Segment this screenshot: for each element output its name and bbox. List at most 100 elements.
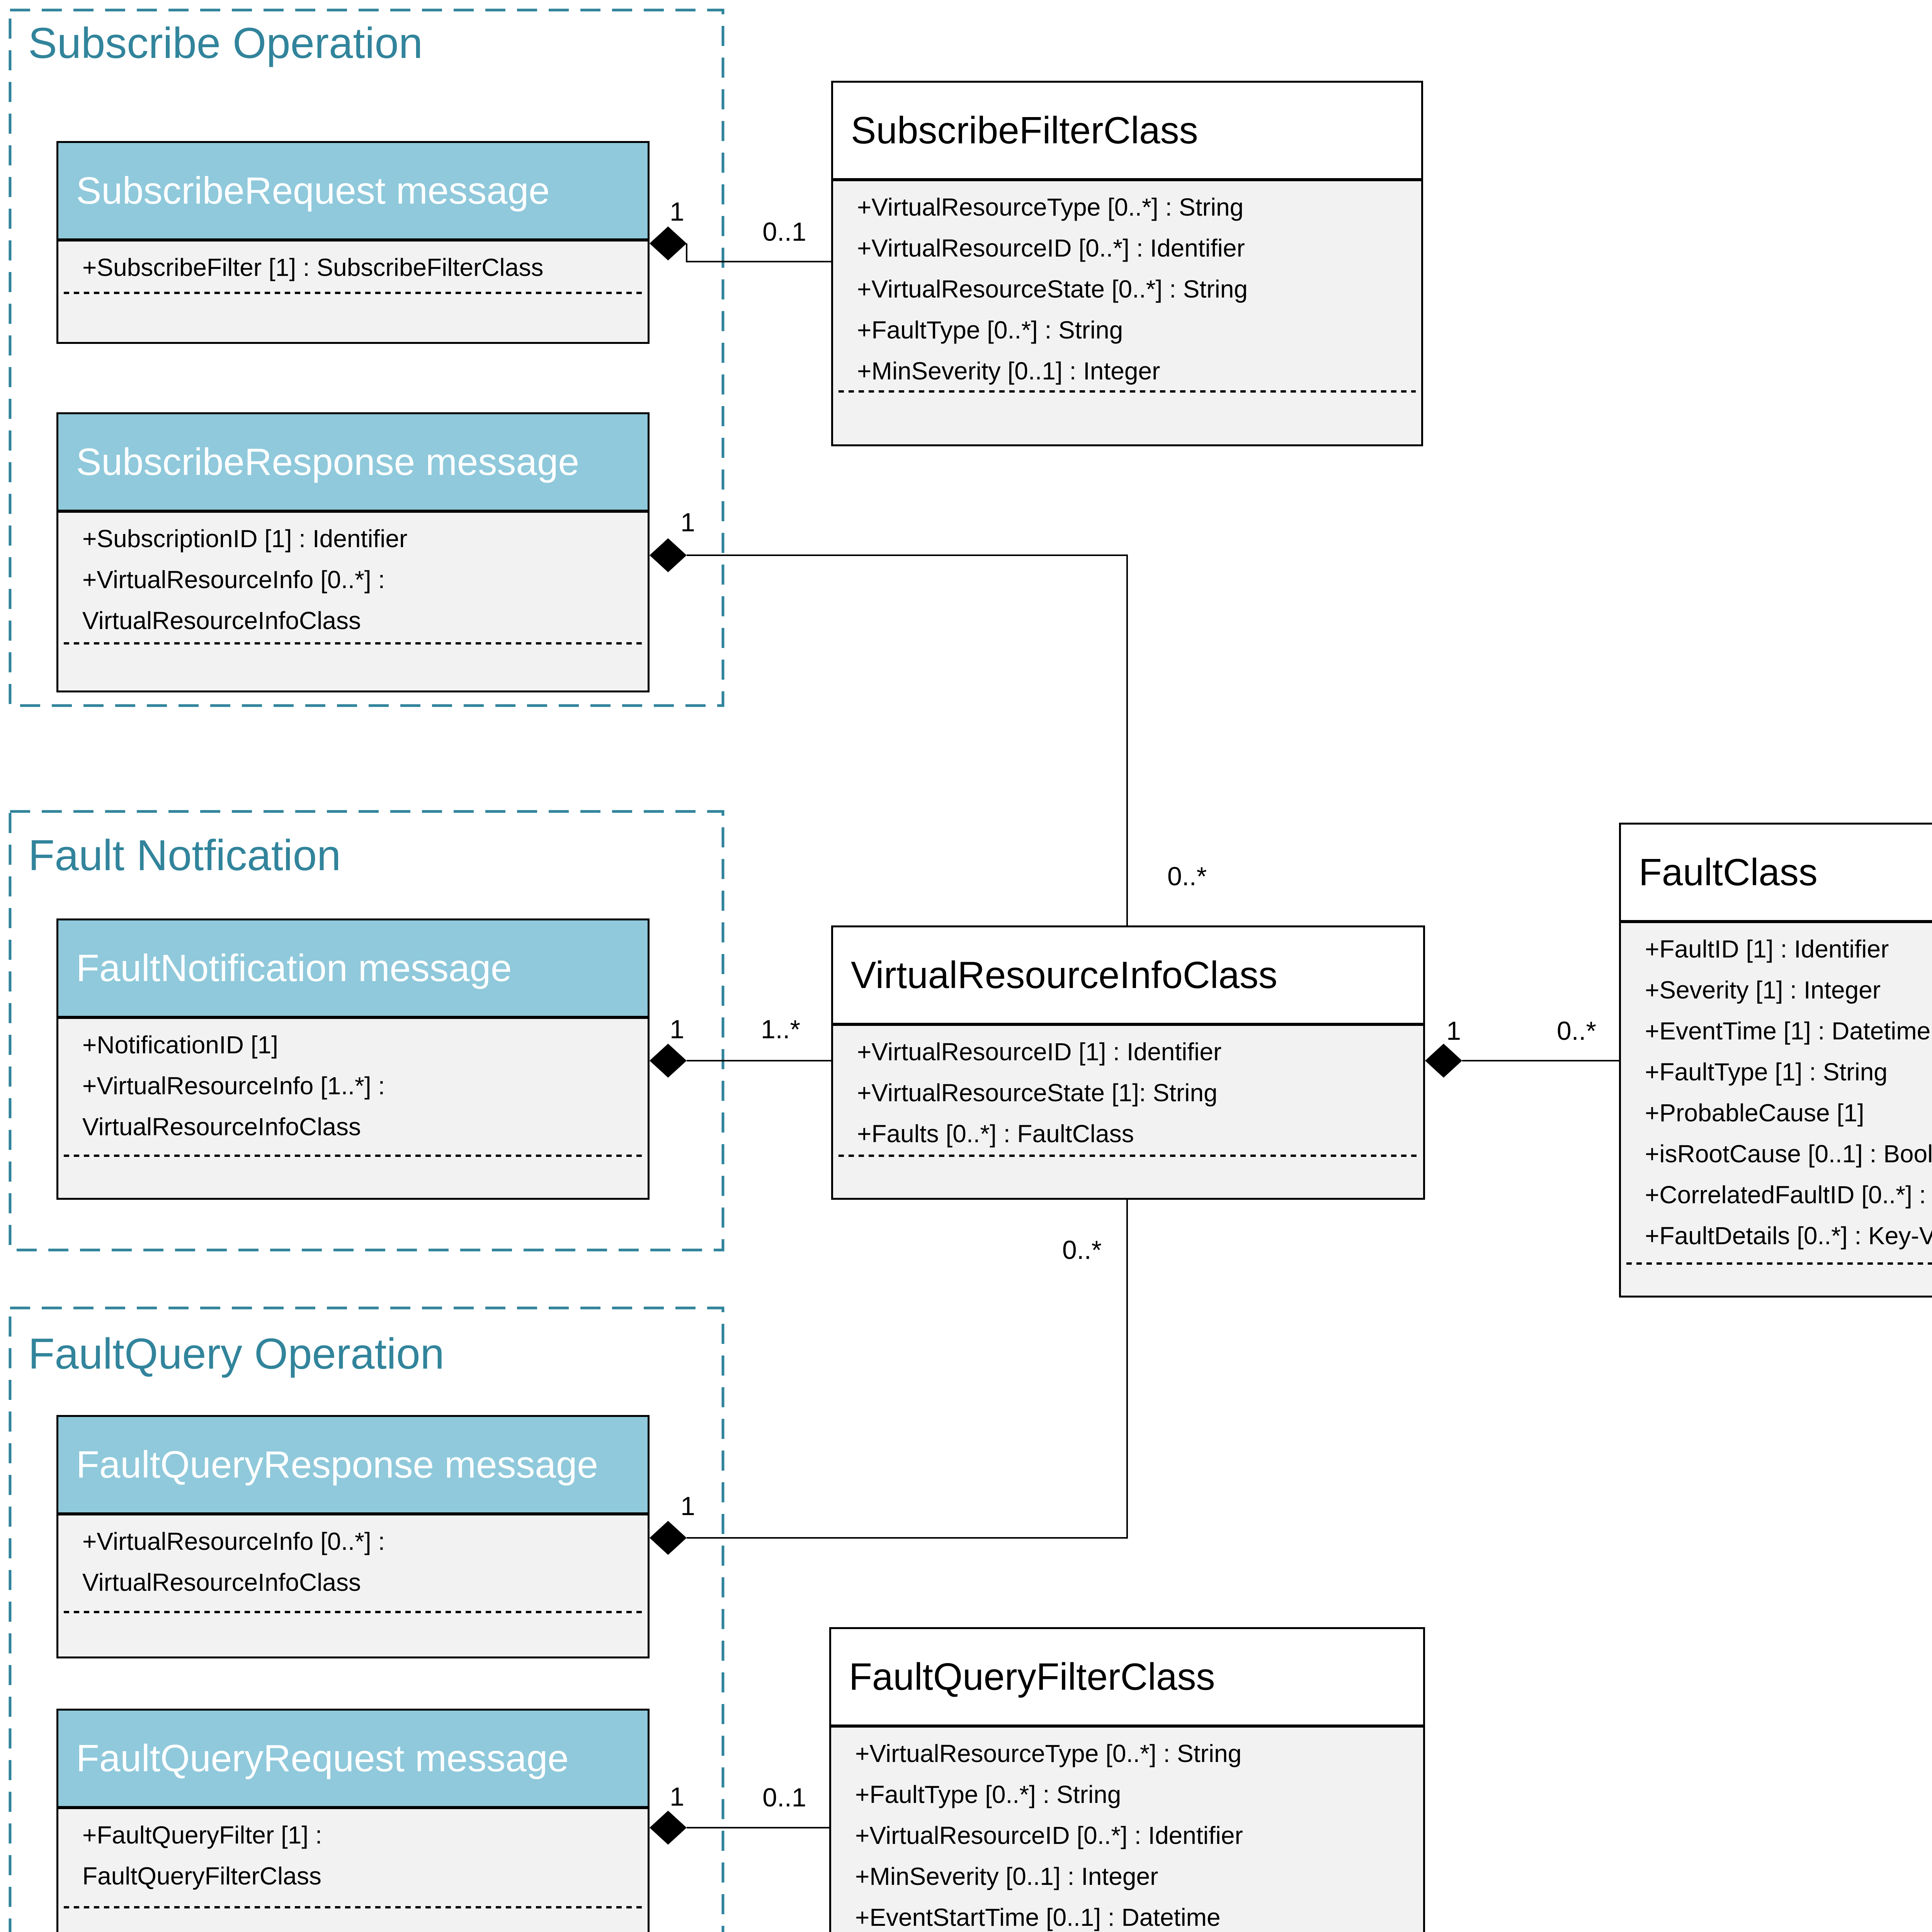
subscribe-request-message-box: SubscribeRequest message +SubscribeFilte… bbox=[56, 141, 650, 344]
fault-notification-message-box: FaultNotification message +NotificationI… bbox=[56, 918, 650, 1200]
multiplicity-label: 0..* bbox=[1062, 1235, 1102, 1265]
attribute-line: +NotificationID [1] bbox=[82, 1031, 278, 1059]
subscribe-operation-group-frame bbox=[9, 9, 724, 707]
attribute-line: +FaultID [1] : Identifier bbox=[1645, 935, 1889, 963]
attribute-line: +Faults [0..*] : FaultClass bbox=[857, 1120, 1134, 1148]
dashed-separator bbox=[64, 642, 642, 645]
box-title: FaultQueryFilterClass bbox=[849, 1655, 1215, 1698]
dashed-separator bbox=[64, 1155, 642, 1157]
box-header: SubscribeRequest message bbox=[58, 143, 648, 242]
operations-compartment bbox=[58, 292, 648, 342]
group-label-fault-notification: Fault Notfication bbox=[28, 831, 341, 879]
connector-subscriberequest-to-subscribefilterclass bbox=[686, 243, 831, 262]
attribute-line: +FaultType [1] : String bbox=[1645, 1058, 1888, 1086]
virtual-resource-info-class-box: VirtualResourceInfoClass +VirtualResourc… bbox=[831, 925, 1425, 1200]
connector-faultqueryresponse-to-virtualresourceinfoclass bbox=[687, 1200, 1128, 1539]
dashed-separator bbox=[838, 1155, 1418, 1157]
operations-compartment bbox=[833, 1155, 1423, 1198]
composition-diamond-icon bbox=[650, 1044, 687, 1078]
connector-subscriberesponse-to-virtualresourceinfoclass bbox=[687, 554, 1128, 925]
attribute-line: VirtualResourceInfoClass bbox=[82, 607, 361, 634]
attribute-line: +VirtualResourceState [0..*] : String bbox=[857, 275, 1248, 303]
composition-diamond-icon bbox=[650, 1811, 687, 1845]
operations-compartment bbox=[58, 1611, 648, 1656]
faultquery-response-message-box: FaultQueryResponse message +VirtualResou… bbox=[56, 1415, 650, 1658]
attribute-line: +SubscriptionID [1] : Identifier bbox=[82, 525, 408, 553]
attribute-line: +isRootCause [0..1] : Boolean bbox=[1645, 1140, 1932, 1168]
operations-compartment bbox=[58, 1155, 648, 1198]
attribute-line: +MinSeverity [0..1] : Integer bbox=[855, 1862, 1158, 1890]
composition-diamond-icon bbox=[1425, 1044, 1462, 1078]
box-header: SubscribeFilterClass bbox=[833, 83, 1421, 181]
multiplicity-label: 1 bbox=[670, 197, 684, 226]
box-header: SubscribeResponse message bbox=[58, 414, 648, 513]
multiplicity-label: 0..1 bbox=[762, 1783, 806, 1812]
box-title: SubscribeRequest message bbox=[76, 169, 550, 212]
attribute-line: +VirtualResourceID [0..*] : Identifier bbox=[857, 234, 1245, 262]
multiplicity-label: 1 bbox=[680, 508, 695, 537]
composition-diamond-icon bbox=[650, 1521, 687, 1555]
box-header: FaultQueryRequest message bbox=[58, 1711, 648, 1809]
attributes-compartment: +NotificationID [1] +VirtualResourceInfo… bbox=[58, 1019, 648, 1155]
attributes-compartment: +SubscriptionID [1] : Identifier +Virtua… bbox=[58, 513, 648, 642]
operations-compartment bbox=[58, 642, 648, 690]
attributes-compartment: +FaultQueryFilter [1] : FaultQueryFilter… bbox=[58, 1809, 648, 1906]
box-title: FaultQueryResponse message bbox=[76, 1443, 598, 1486]
group-label-faultquery-operation: FaultQuery Operation bbox=[28, 1330, 444, 1378]
attribute-line: +VirtualResourceInfo [0..*] : bbox=[82, 566, 385, 594]
box-title: FaultClass bbox=[1639, 851, 1818, 893]
attributes-compartment: +FaultID [1] : Identifier +Severity [1] … bbox=[1621, 923, 1932, 1262]
box-header: FaultClass bbox=[1621, 825, 1932, 923]
operations-compartment bbox=[1621, 1262, 1932, 1296]
faultquery-request-message-box: FaultQueryRequest message +FaultQueryFil… bbox=[56, 1709, 650, 1932]
faultquery-operation-group-frame bbox=[9, 1306, 724, 1932]
box-header: FaultQueryResponse message bbox=[58, 1417, 648, 1515]
attributes-compartment: +VirtualResourceID [1] : Identifier +Vir… bbox=[833, 1026, 1423, 1155]
attribute-line: +EventTime [1] : Datetime bbox=[1645, 1017, 1931, 1045]
attribute-line: +VirtualResourceID [0..*] : Identifier bbox=[855, 1821, 1243, 1849]
subscribe-response-message-box: SubscribeResponse message +SubscriptionI… bbox=[56, 412, 650, 692]
dashed-separator bbox=[64, 292, 642, 294]
attribute-line: +VirtualResourceType [0..*] : String bbox=[855, 1740, 1242, 1767]
attribute-line: +FaultType [0..*] : String bbox=[855, 1781, 1121, 1808]
attribute-line: +VirtualResourceInfo [1..*] : bbox=[82, 1072, 385, 1100]
dashed-separator bbox=[64, 1906, 642, 1908]
attributes-compartment: +VirtualResourceType [0..*] : String +Vi… bbox=[833, 181, 1421, 390]
box-title: SubscribeResponse message bbox=[76, 440, 579, 483]
operations-compartment bbox=[833, 390, 1421, 444]
multiplicity-label: 1 bbox=[680, 1492, 695, 1521]
attribute-line: +Severity [1] : Integer bbox=[1645, 976, 1881, 1004]
composition-diamond-icon bbox=[650, 226, 687, 260]
multiplicity-label: 1 bbox=[670, 1015, 684, 1044]
dashed-separator bbox=[1626, 1262, 1932, 1265]
attribute-line: VirtualResourceInfoClass bbox=[82, 1113, 361, 1141]
multiplicity-label: 0..* bbox=[1556, 1016, 1597, 1046]
attribute-line: FaultQueryFilterClass bbox=[82, 1862, 321, 1890]
box-title: SubscribeFilterClass bbox=[851, 109, 1198, 151]
group-label-subscribe-operation: Subscribe Operation bbox=[28, 19, 423, 67]
attribute-line: +FaultType [0..*] : String bbox=[857, 316, 1123, 344]
attribute-line: +VirtualResourceState [1]: String bbox=[857, 1079, 1218, 1107]
box-title: FaultNotification message bbox=[76, 947, 512, 989]
attribute-line: +EventStartTime [0..1] : Datetime bbox=[855, 1903, 1221, 1931]
attribute-line: +MinSeverity [0..1] : Integer bbox=[857, 357, 1160, 385]
attributes-compartment: +VirtualResourceType [0..*] : String +Fa… bbox=[831, 1728, 1423, 1932]
multiplicity-label: 0..1 bbox=[762, 217, 806, 247]
attribute-line: +FaultQueryFilter [1] : bbox=[82, 1821, 322, 1849]
subscribe-filter-class-box: SubscribeFilterClass +VirtualResourceTyp… bbox=[831, 81, 1423, 446]
multiplicity-label: 1 bbox=[670, 1782, 684, 1811]
box-title: VirtualResourceInfoClass bbox=[851, 954, 1277, 996]
attribute-line: +VirtualResourceInfo [0..*] : bbox=[82, 1527, 385, 1555]
attribute-line: +CorrelatedFaultID [0..*] : Identifier bbox=[1645, 1181, 1932, 1209]
box-header: FaultQueryFilterClass bbox=[831, 1629, 1423, 1728]
fault-class-box: FaultClass +FaultID [1] : Identifier +Se… bbox=[1619, 823, 1932, 1298]
fault-notification-group-frame bbox=[9, 810, 724, 1252]
composition-diamond-icon bbox=[650, 538, 687, 572]
attribute-line: +VirtualResourceID [1] : Identifier bbox=[857, 1038, 1222, 1066]
box-header: VirtualResourceInfoClass bbox=[833, 927, 1423, 1026]
attribute-line: +VirtualResourceType [0..*] : String bbox=[857, 193, 1244, 221]
dashed-separator bbox=[64, 1611, 642, 1613]
box-title: FaultQueryRequest message bbox=[76, 1737, 569, 1779]
